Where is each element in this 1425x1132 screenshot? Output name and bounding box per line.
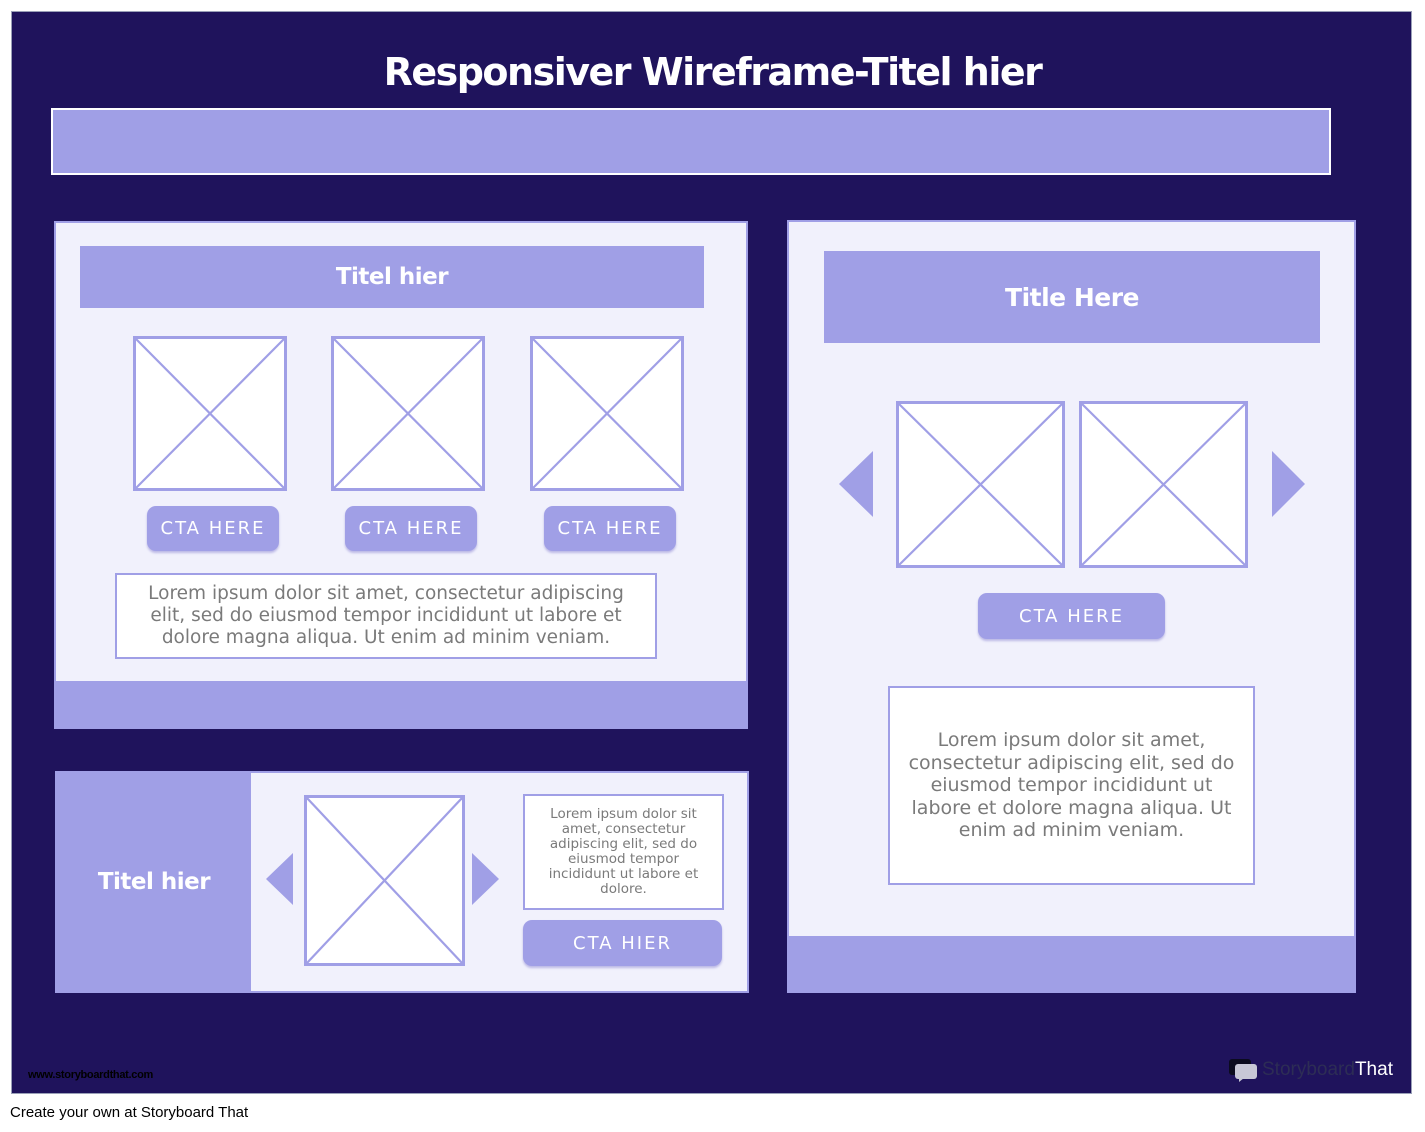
arrow-left-icon[interactable] [839, 451, 873, 517]
cta-button[interactable]: CTA HERE [147, 506, 279, 551]
body-text: Lorem ipsum dolor sit amet, consectetur … [888, 686, 1255, 885]
website-url[interactable]: www.storyboardthat.com [28, 1069, 154, 1081]
speech-bubble-icon [1229, 1059, 1257, 1082]
image-placeholder [331, 336, 485, 491]
arrow-right-icon[interactable] [472, 853, 499, 905]
image-placeholder-icon [307, 798, 462, 963]
image-placeholder-icon [899, 404, 1062, 565]
image-placeholder [133, 336, 287, 491]
logo-word-storyboard: Storyboard [1262, 1059, 1355, 1080]
image-placeholder-icon [136, 339, 284, 488]
image-placeholder [1079, 401, 1248, 568]
arrow-right-icon[interactable] [1272, 451, 1305, 517]
logo-word-that: That [1354, 1059, 1393, 1080]
image-placeholder-icon [533, 339, 681, 488]
image-placeholder [896, 401, 1065, 568]
header-banner-placeholder [51, 108, 1331, 175]
card-left-top-title: Titel hier [335, 264, 449, 290]
image-placeholder [530, 336, 684, 491]
image-placeholder [304, 795, 465, 966]
arrow-left-icon[interactable] [266, 853, 293, 905]
body-text: Lorem ipsum dolor sit amet, consectetur … [115, 573, 657, 659]
page-title: Responsiver Wireframe-Titel hier [383, 50, 1043, 94]
card-left-bottom-title-bar: Titel hier [57, 773, 251, 991]
card-left-bottom-title: Titel hier [97, 869, 211, 895]
body-text: Lorem ipsum dolor sit amet, consectetur … [523, 794, 724, 910]
card-right: Title Here CTA HERE Lorem ipsum dolor si… [787, 220, 1356, 993]
cta-button[interactable]: CTA HIER [523, 920, 722, 966]
cta-button[interactable]: CTA HERE [544, 506, 676, 551]
wireframe-canvas: Responsiver Wireframe-Titel hier Titel h… [11, 11, 1412, 1094]
cta-button[interactable]: CTA HERE [345, 506, 477, 551]
card-left-top-footer-bar [56, 681, 746, 727]
card-right-title-bar: Title Here [824, 251, 1320, 343]
footer-create-text[interactable]: Create your own at Storyboard That [10, 1104, 249, 1121]
image-placeholder-icon [334, 339, 482, 488]
cta-button[interactable]: CTA HERE [978, 593, 1165, 639]
storyboardthat-logo: StoryboardThat [1228, 1058, 1393, 1082]
card-left-top-title-bar: Titel hier [80, 246, 704, 308]
card-right-title: Title Here [1005, 282, 1139, 312]
card-left-top: Titel hier CTA HERE CTA HERE CTA HERE Lo… [54, 221, 748, 729]
image-placeholder-icon [1082, 404, 1245, 565]
card-left-bottom: Titel hier Lorem ipsum dolor sit amet, c… [55, 771, 749, 993]
card-right-footer-bar [789, 936, 1354, 991]
